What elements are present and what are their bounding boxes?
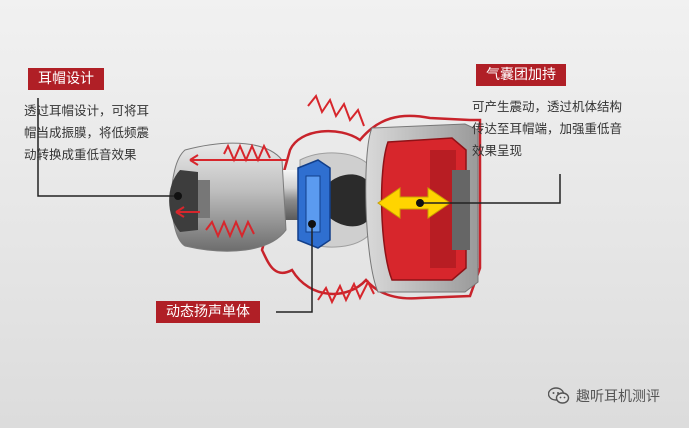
airbag-desc-line: 效果呈现: [472, 143, 523, 158]
airbag-desc-line: 传达至耳帽端，加强重低音: [472, 121, 623, 136]
airbag-desc-line: 可产生震动，透过机体结构: [472, 99, 623, 114]
vibration-waves: [205, 94, 375, 305]
airbag-description: 可产生震动，透过机体结构 传达至耳帽端，加强重低音 效果呈现: [472, 96, 622, 162]
earcap-description: 透过耳帽设计，可将耳 帽当成振膜，将低频震 动转换成重低音效果: [24, 100, 149, 166]
earcap-desc-line: 帽当成振膜，将低频震: [24, 125, 150, 140]
driver-label: 动态扬声单体: [156, 301, 260, 323]
dynamic-driver: [297, 159, 331, 249]
pointer-dots: [174, 192, 424, 228]
earcap-desc-line: 动转换成重低音效果: [24, 147, 137, 162]
airflow-arrows: [175, 154, 286, 218]
pointer-lines: [37, 98, 561, 313]
airbag-label: 气囊团加持: [476, 64, 566, 86]
ear-cap: [169, 142, 287, 252]
watermark-text: 趣听耳机测评: [576, 389, 660, 405]
earcap-label: 耳帽设计: [28, 68, 104, 90]
earcap-desc-line: 透过耳帽设计，可将耳: [24, 103, 150, 118]
housing-outline: [260, 114, 482, 300]
watermark: 趣听耳机测评: [548, 386, 660, 406]
wechat-icon: [548, 387, 570, 404]
